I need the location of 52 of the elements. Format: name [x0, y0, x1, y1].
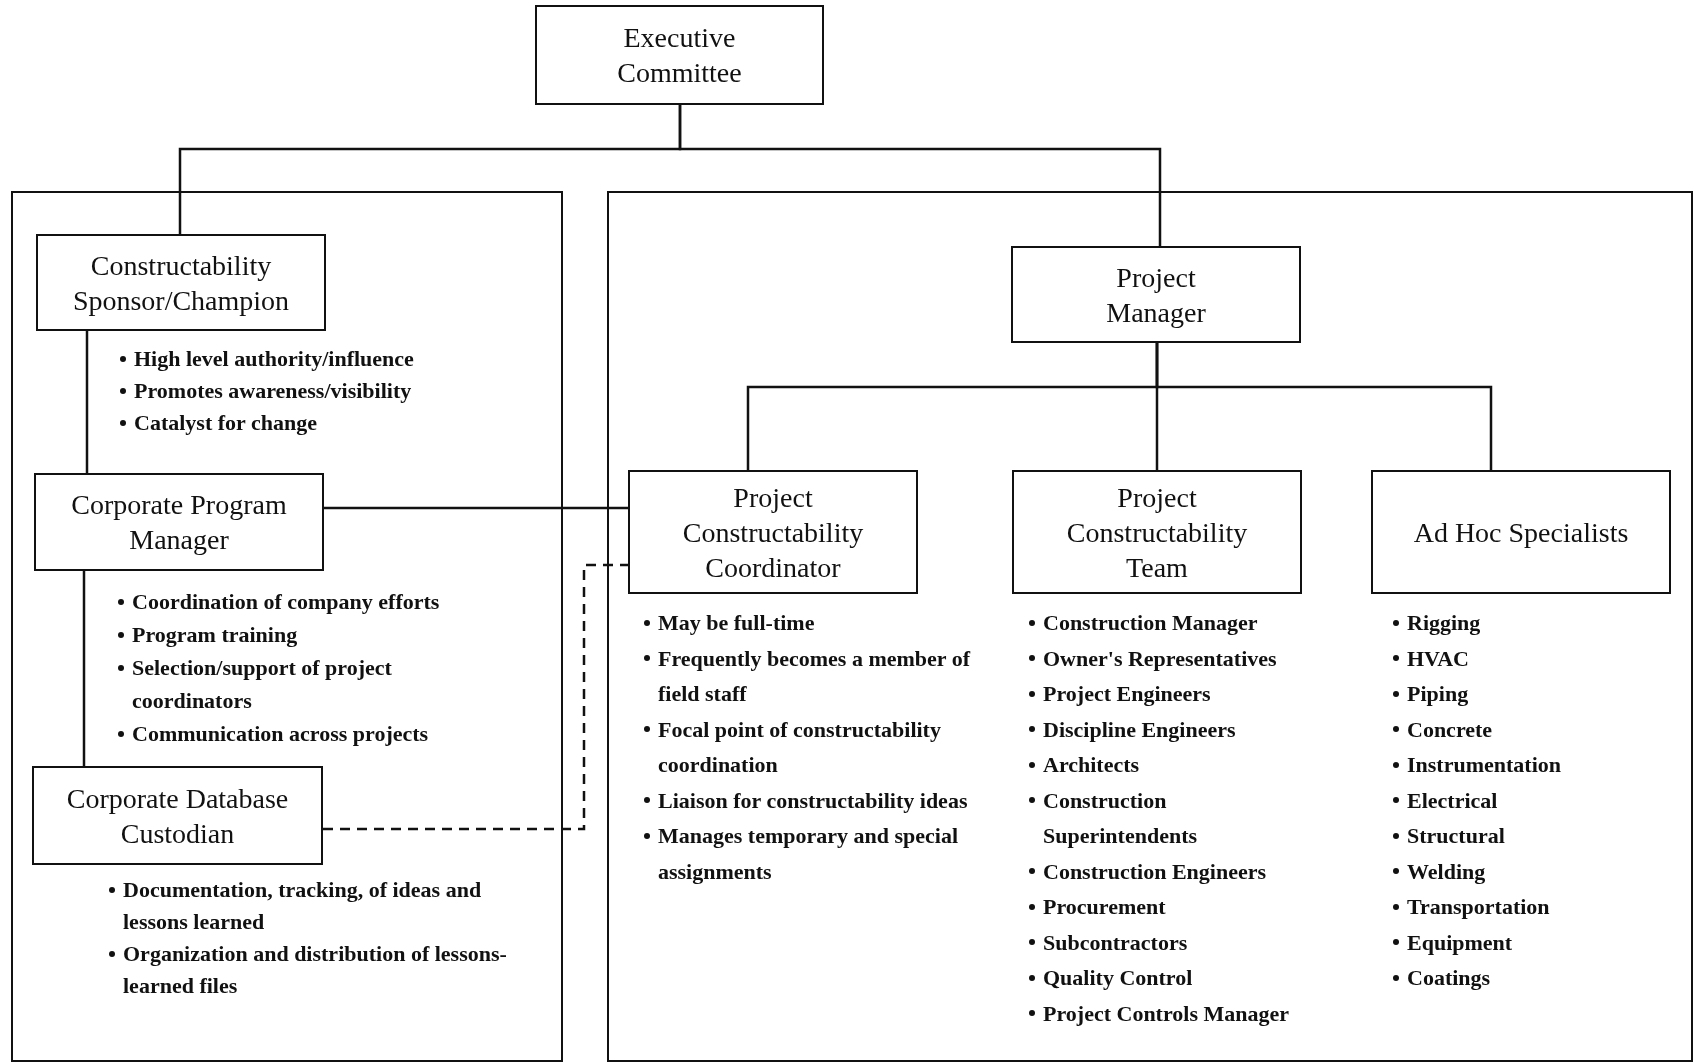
- bullet-text: Subcontractors: [1028, 924, 1318, 960]
- bullet-text: Architects: [1028, 747, 1318, 783]
- bullet-text: Transportation: [1392, 889, 1652, 925]
- org-box: Project Constructability Coordinator: [628, 470, 918, 594]
- bullet-text: Construction Engineers: [1028, 853, 1318, 889]
- connector-line: [323, 563, 628, 831]
- bullet-text: Coordination of company efforts: [117, 585, 447, 618]
- bullet-text: Instrumentation: [1392, 747, 1652, 783]
- bullet-text: Discipline Engineers: [1028, 711, 1318, 747]
- bullet-text: Frequently becomes a member of field staff: [643, 640, 1003, 712]
- bullet-text: High level authority/influence: [119, 343, 519, 375]
- bullet-text: Promotes awareness/visibility: [119, 375, 519, 407]
- connector-line: [324, 506, 628, 510]
- connector-line: [82, 571, 86, 766]
- bullet-text: Liaison for constructability ideas: [643, 782, 1003, 818]
- bullet-text: Concrete: [1392, 711, 1652, 747]
- bullet-text: Equipment: [1392, 924, 1652, 960]
- org-box: Project Constructability Team: [1012, 470, 1302, 594]
- org-box: Ad Hoc Specialists: [1371, 470, 1671, 594]
- org-box: Corporate Program Manager: [34, 473, 324, 571]
- group-panel: [607, 191, 1693, 1062]
- bullet-text: Procurement: [1028, 889, 1318, 925]
- bullet-text: Piping: [1392, 676, 1652, 712]
- bullet-text: Project Controls Manager: [1028, 995, 1318, 1031]
- bullet-text: HVAC: [1392, 640, 1652, 676]
- bullet-text: Project Engineers: [1028, 676, 1318, 712]
- bullet-text: Communication across projects: [117, 717, 447, 750]
- bullet-text: Construction Superintendents: [1028, 782, 1318, 854]
- bullet-text: Construction Manager: [1028, 605, 1318, 641]
- connector-line: [85, 331, 89, 473]
- org-box: Executive Committee: [535, 5, 824, 105]
- bullet-text: Program training: [117, 618, 447, 651]
- org-box: Project Manager: [1011, 246, 1301, 343]
- bullet-text: Electrical: [1392, 782, 1652, 818]
- bullet-text: Owner's Representatives: [1028, 640, 1318, 676]
- bullet-text: Structural: [1392, 818, 1652, 854]
- bullet-text: Documentation, tracking, of ideas and lessons learned: [108, 874, 528, 938]
- org-box: Constructability Sponsor/Champion: [36, 234, 326, 331]
- bullet-text: Manages temporary and special assignments: [643, 818, 1003, 889]
- bullet-text: Quality Control: [1028, 960, 1318, 996]
- bullet-text: Catalyst for change: [119, 407, 519, 439]
- bullet-text: Organization and distribution of lessons-learned files: [108, 938, 528, 1002]
- bullet-text: Welding: [1392, 853, 1652, 889]
- group-panel: [11, 191, 563, 1062]
- bullet-text: Focal point of constructability coordination: [643, 711, 1003, 783]
- bullet-text: May be full-time: [643, 605, 1003, 641]
- bullet-text: Coatings: [1392, 960, 1652, 996]
- bullet-text: Rigging: [1392, 605, 1652, 641]
- bullet-text: Selection/support of project coordinators: [117, 651, 447, 717]
- org-box: Corporate Database Custodian: [32, 766, 323, 865]
- connector-line: [1155, 343, 1493, 470]
- connector-line: [678, 105, 1162, 246]
